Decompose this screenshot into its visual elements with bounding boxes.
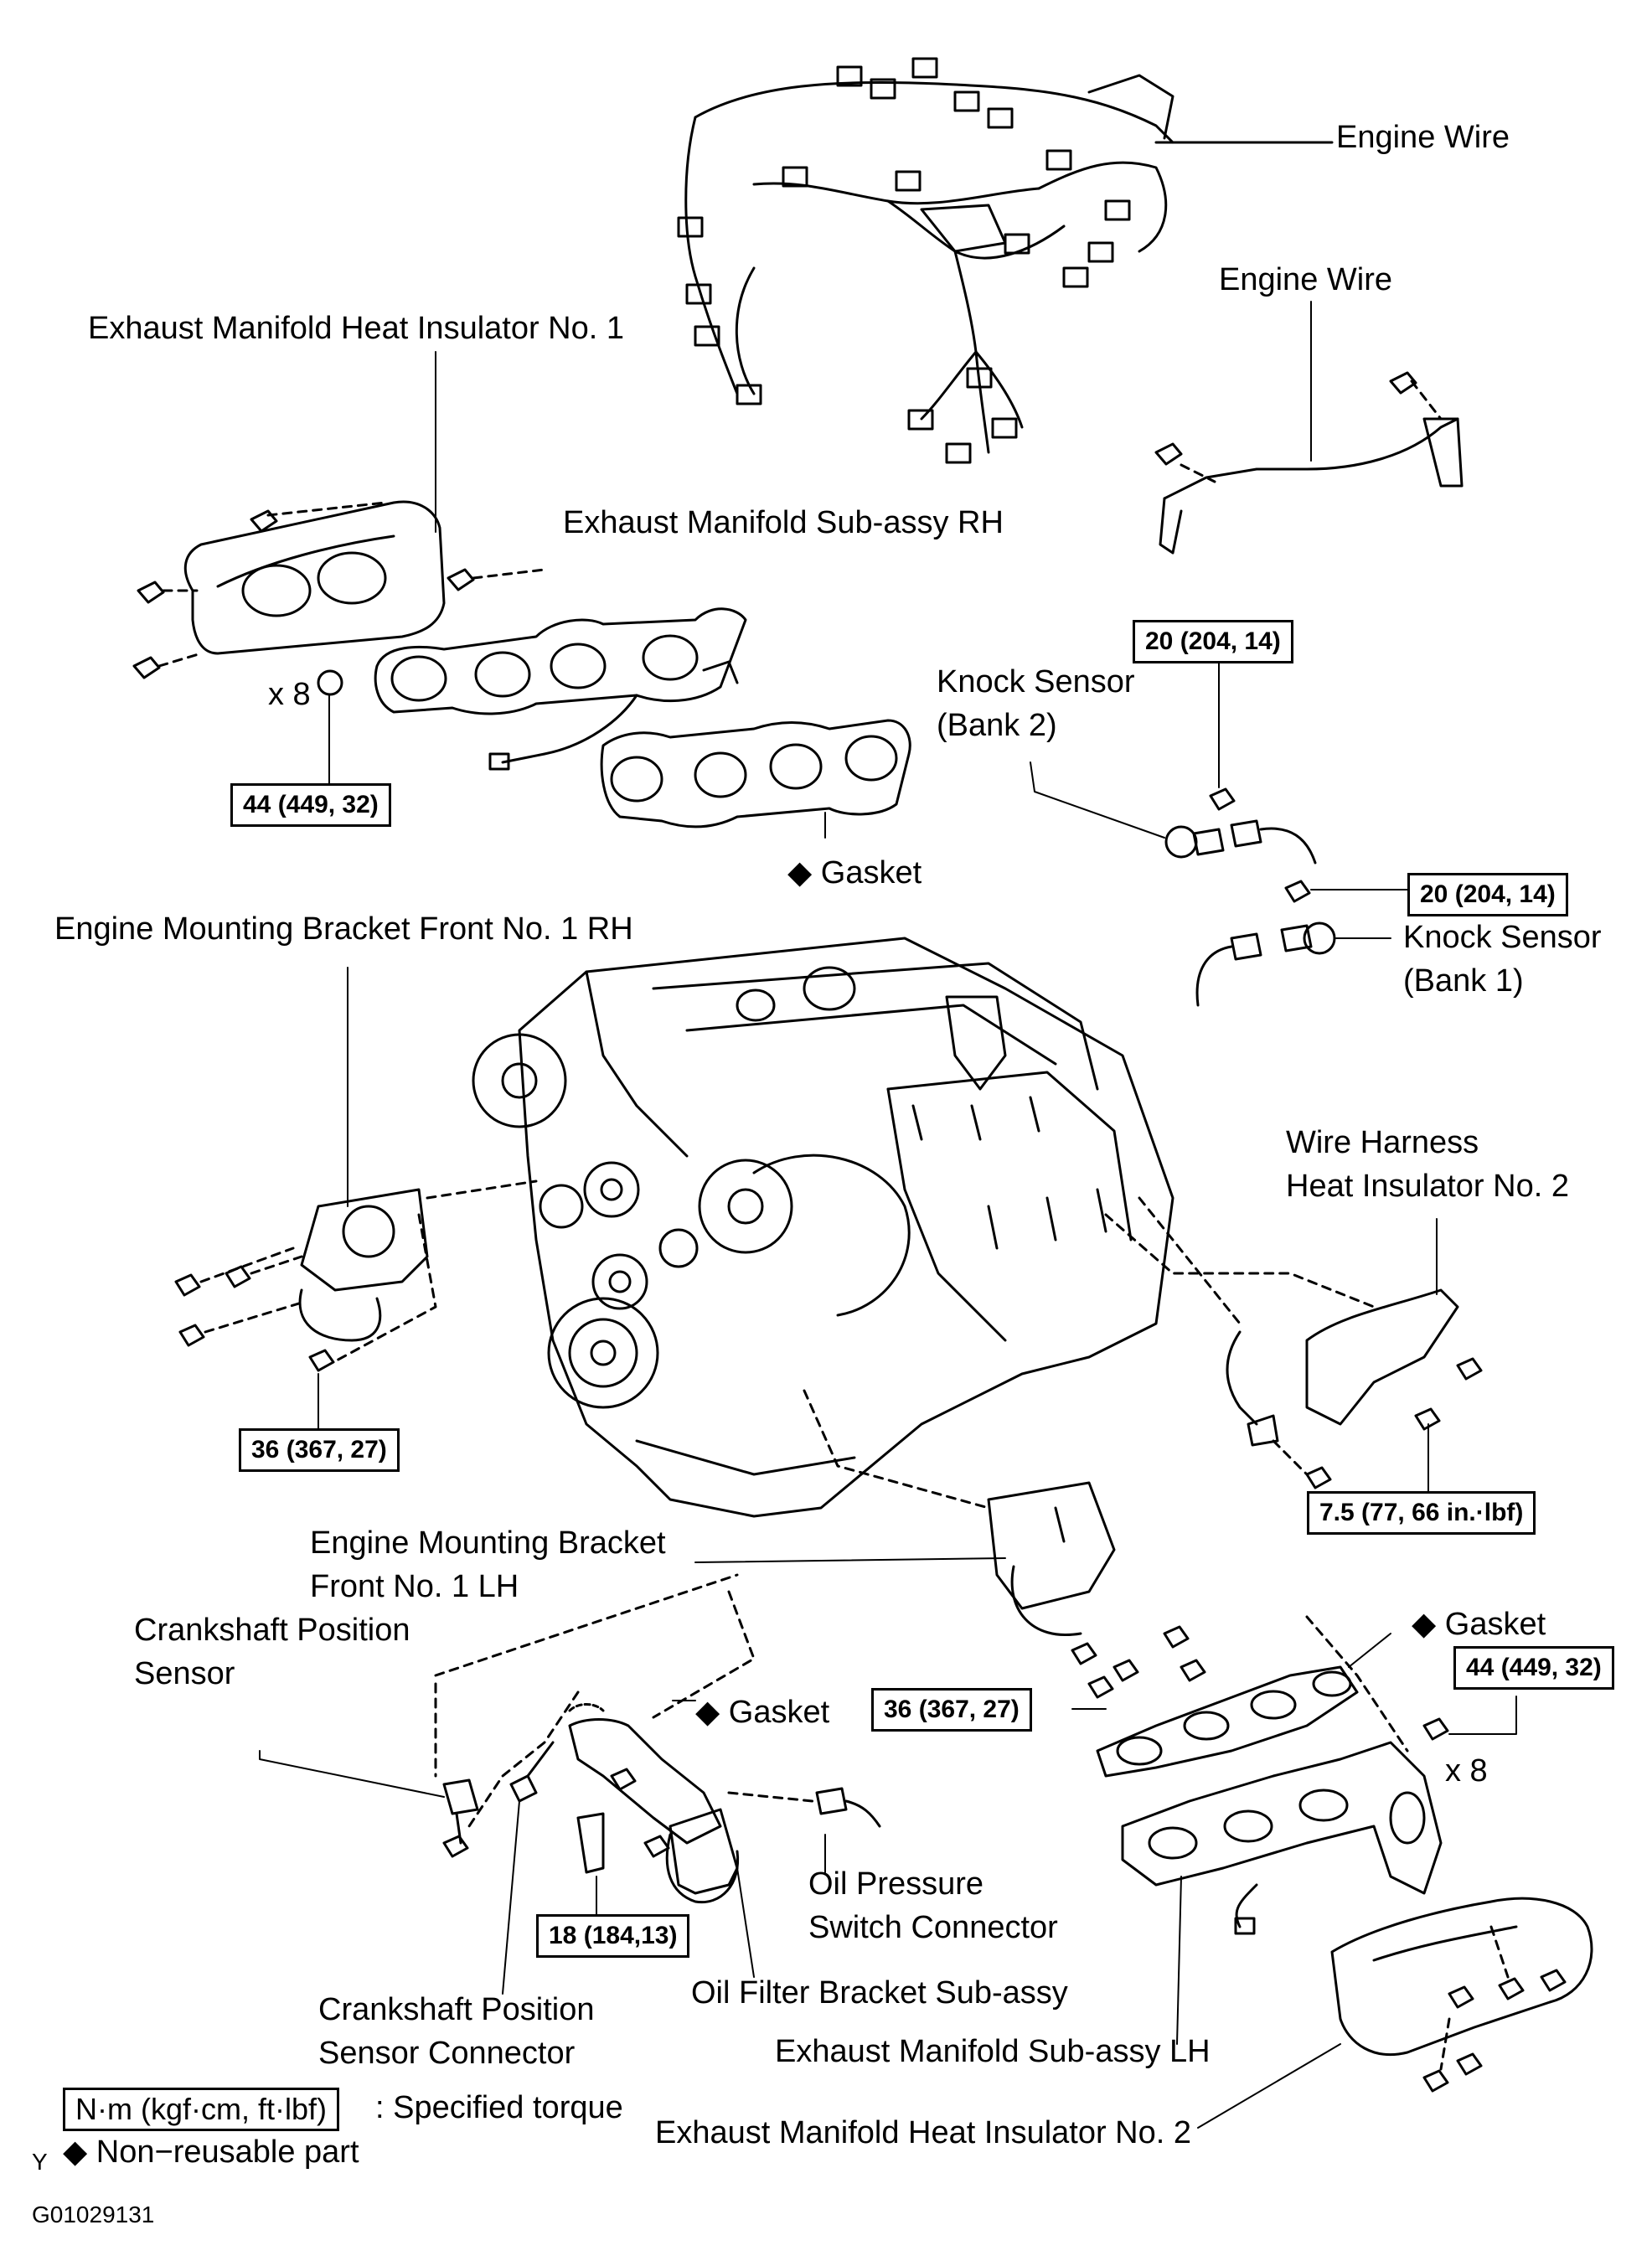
oil-filter-bracket bbox=[467, 1590, 881, 1904]
label-oil-pressure: Oil Pressure bbox=[808, 1866, 984, 1902]
gasket-oil-label: ◆ Gasket bbox=[695, 1695, 830, 1730]
torque-box-oil-filter: 18 (184,13) bbox=[536, 1914, 690, 1958]
label-wire-harness: Wire Harness bbox=[1286, 1125, 1479, 1160]
engine-wire-small bbox=[1154, 371, 1464, 555]
legend-torque-desc: : Specified torque bbox=[375, 2090, 623, 2125]
label-knock-sensor-bank1-sub: (Bank 1) bbox=[1403, 963, 1524, 999]
label-mount-bracket-lh-sub: Front No. 1 LH bbox=[310, 1569, 519, 1604]
label-crank-connector-sub: Sensor Connector bbox=[318, 2036, 576, 2071]
gasket-lh-label: ◆ Gasket bbox=[1412, 1607, 1546, 1642]
label-knock-sensor-bank2-sub: (Bank 2) bbox=[937, 708, 1057, 743]
label-engine-wire-main: Engine Wire bbox=[1336, 120, 1510, 155]
label-mount-bracket-rh: Engine Mounting Bracket Front No. 1 RH bbox=[54, 911, 633, 947]
manifold-rh bbox=[374, 607, 747, 771]
torque-box-manifold-lh: 44 (449, 32) bbox=[1453, 1646, 1614, 1690]
torque-box-knock-bank1: 20 (204, 14) bbox=[1407, 873, 1568, 916]
legend-nonreusable: ◆ Non−reusable part bbox=[63, 2135, 359, 2170]
label-manifold-rh: Exhaust Manifold Sub-assy RH bbox=[563, 505, 1004, 540]
mount-bracket-lh bbox=[803, 1389, 1206, 1699]
label-mount-bracket-lh: Engine Mounting Bracket bbox=[310, 1525, 666, 1561]
diamond-icon: ◆ bbox=[1412, 1607, 1437, 1642]
corner-mark: Y bbox=[32, 2149, 48, 2175]
label-x8-rh: x 8 bbox=[268, 677, 311, 712]
label-oil-pressure-sub: Switch Connector bbox=[808, 1910, 1058, 1945]
label-manifold-lh: Exhaust Manifold Sub-assy LH bbox=[775, 2034, 1211, 2069]
label-heat-insulator-2: Exhaust Manifold Heat Insulator No. 2 bbox=[655, 2115, 1192, 2150]
gasket-rh bbox=[600, 719, 911, 829]
heat-insulator-1 bbox=[132, 500, 546, 679]
knock-sensor-bank1 bbox=[1195, 880, 1336, 1007]
label-knock-sensor-bank1: Knock Sensor bbox=[1403, 920, 1602, 955]
legend-torque-box: N·m (kgf·cm, ft·lbf) bbox=[63, 2088, 339, 2131]
mount-bracket-rh bbox=[174, 1180, 538, 1372]
label-crank-sensor: Crankshaft Position bbox=[134, 1613, 410, 1648]
torque-box-bracket-rh: 36 (367, 27) bbox=[239, 1428, 400, 1472]
label-knock-sensor-bank2: Knock Sensor bbox=[937, 664, 1135, 699]
diamond-icon: ◆ bbox=[63, 2135, 88, 2170]
diamond-icon: ◆ bbox=[695, 1695, 720, 1730]
gasket-lh bbox=[1096, 1665, 1359, 1778]
torque-box-bracket-lh: 36 (367, 27) bbox=[871, 1688, 1032, 1732]
manifold-lh bbox=[1121, 1615, 1449, 1935]
heat-insulator-2 bbox=[1330, 1897, 1593, 2093]
diamond-icon: ◆ bbox=[787, 855, 813, 890]
torque-box-knock-bank2: 20 (204, 14) bbox=[1133, 620, 1293, 663]
torque-box-wire-harness: 7.5 (77, 66 in.·lbf) bbox=[1307, 1491, 1536, 1535]
label-x8-lh: x 8 bbox=[1445, 1753, 1488, 1789]
torque-box-manifold-rh: 44 (449, 32) bbox=[230, 783, 391, 827]
knock-sensor-bank2 bbox=[1164, 787, 1317, 865]
label-crank-sensor-sub: Sensor bbox=[134, 1656, 235, 1691]
engine-block bbox=[472, 937, 1174, 1518]
crankshaft-sensor bbox=[434, 1573, 739, 1858]
label-heat-insulator-1: Exhaust Manifold Heat Insulator No. 1 bbox=[88, 311, 625, 346]
figure-id: G01029131 bbox=[32, 2202, 155, 2227]
label-crank-connector: Crankshaft Position bbox=[318, 1992, 595, 2027]
label-wire-harness-sub: Heat Insulator No. 2 bbox=[1286, 1169, 1569, 1204]
label-engine-wire-small: Engine Wire bbox=[1219, 262, 1392, 297]
gasket-rh-label: ◆ Gasket bbox=[787, 855, 922, 890]
wire-harness-insulator bbox=[1104, 1196, 1483, 1489]
label-oil-filter-bracket: Oil Filter Bracket Sub-assy bbox=[691, 1975, 1068, 2011]
